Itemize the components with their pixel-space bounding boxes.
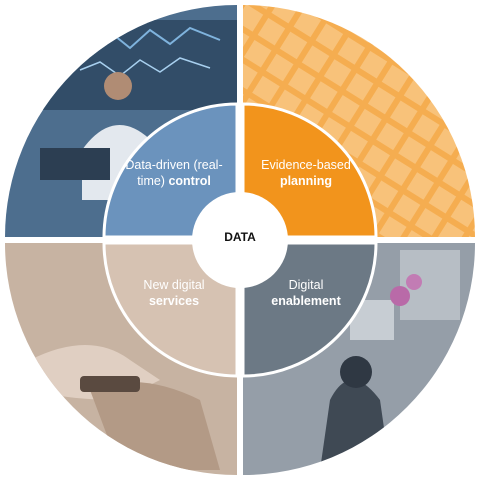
- quadrant-label-services: New digital services: [118, 277, 230, 309]
- quadrant-label-bold: control: [168, 174, 211, 188]
- quadrant-label-line2: time): [137, 174, 169, 188]
- quadrant-label-line1: Digital: [288, 278, 324, 292]
- quadrant-label-bold: enablement: [271, 294, 341, 308]
- quadrant-enablement: [241, 241, 378, 378]
- quadrant-label-line1: New digital: [143, 278, 205, 292]
- quadrant-label-bold: planning: [279, 174, 333, 188]
- quadrant-planning: [241, 102, 378, 239]
- quadrant-label-line1: Evidence-based: [261, 158, 351, 172]
- quadrant-label-line1: Data-driven (real-: [125, 158, 223, 172]
- quadrant-label-planning: Evidence-based planning: [250, 157, 362, 189]
- quadrant-label-control: Data-driven (real- time) control: [118, 157, 230, 189]
- quadrant-services: [102, 241, 239, 378]
- center-label: DATA: [224, 230, 256, 244]
- quadrant-label-enablement: Digital enablement: [250, 277, 362, 309]
- quadrant-label-bold: services: [148, 294, 200, 308]
- center-circle: [192, 192, 288, 288]
- quadrant-control: [102, 102, 239, 239]
